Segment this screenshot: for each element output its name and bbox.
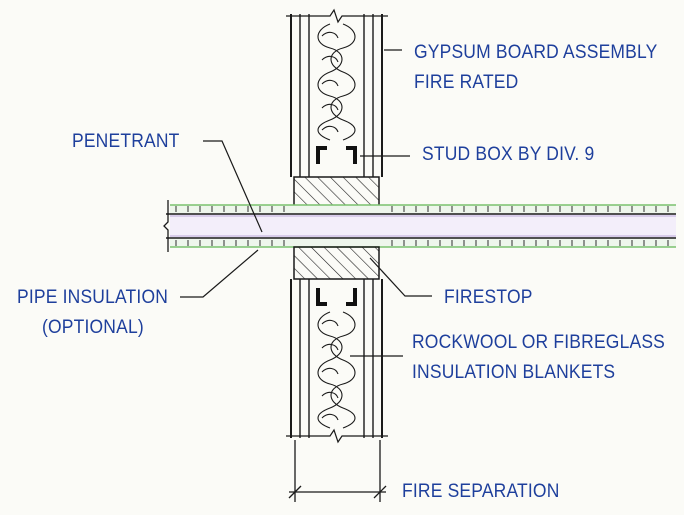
- leader-firestop: [369, 257, 432, 297]
- pipe-penetrant: [163, 200, 676, 252]
- firestop-label: FIRESTOP: [444, 287, 533, 308]
- gypsum-board-label-line1: GYPSUM BOARD ASSEMBLY: [414, 42, 658, 63]
- lower-stud-channel: [316, 288, 357, 306]
- rockwool-label-line1: ROCKWOOL OR FIBREGLASS: [412, 332, 666, 353]
- rockwool-label-line2: INSULATION BLANKETS: [412, 362, 616, 383]
- lower-insulation-batt: [317, 311, 356, 429]
- leader-penetrant: [203, 140, 263, 233]
- gypsum-board-label-line2: FIRE RATED: [414, 72, 519, 93]
- penetrant-label: PENETRANT: [72, 131, 180, 152]
- fire-separation-label: FIRE SEPARATION: [402, 481, 560, 502]
- upper-stud-channel: [316, 146, 357, 164]
- upper-wall-section: [286, 8, 388, 177]
- pipe-insulation-label-line2: (OPTIONAL): [42, 317, 144, 338]
- lower-wall-section: [286, 279, 388, 444]
- leader-pipe-insulation: [180, 249, 259, 298]
- upper-insulation-batt: [317, 23, 356, 141]
- stud-box-label: STUD BOX BY DIV. 9: [422, 144, 595, 165]
- pipe-insulation-label-line1: PIPE INSULATION: [17, 287, 169, 308]
- fire-separation-dimension: [288, 440, 387, 502]
- lower-firestop: [293, 246, 380, 280]
